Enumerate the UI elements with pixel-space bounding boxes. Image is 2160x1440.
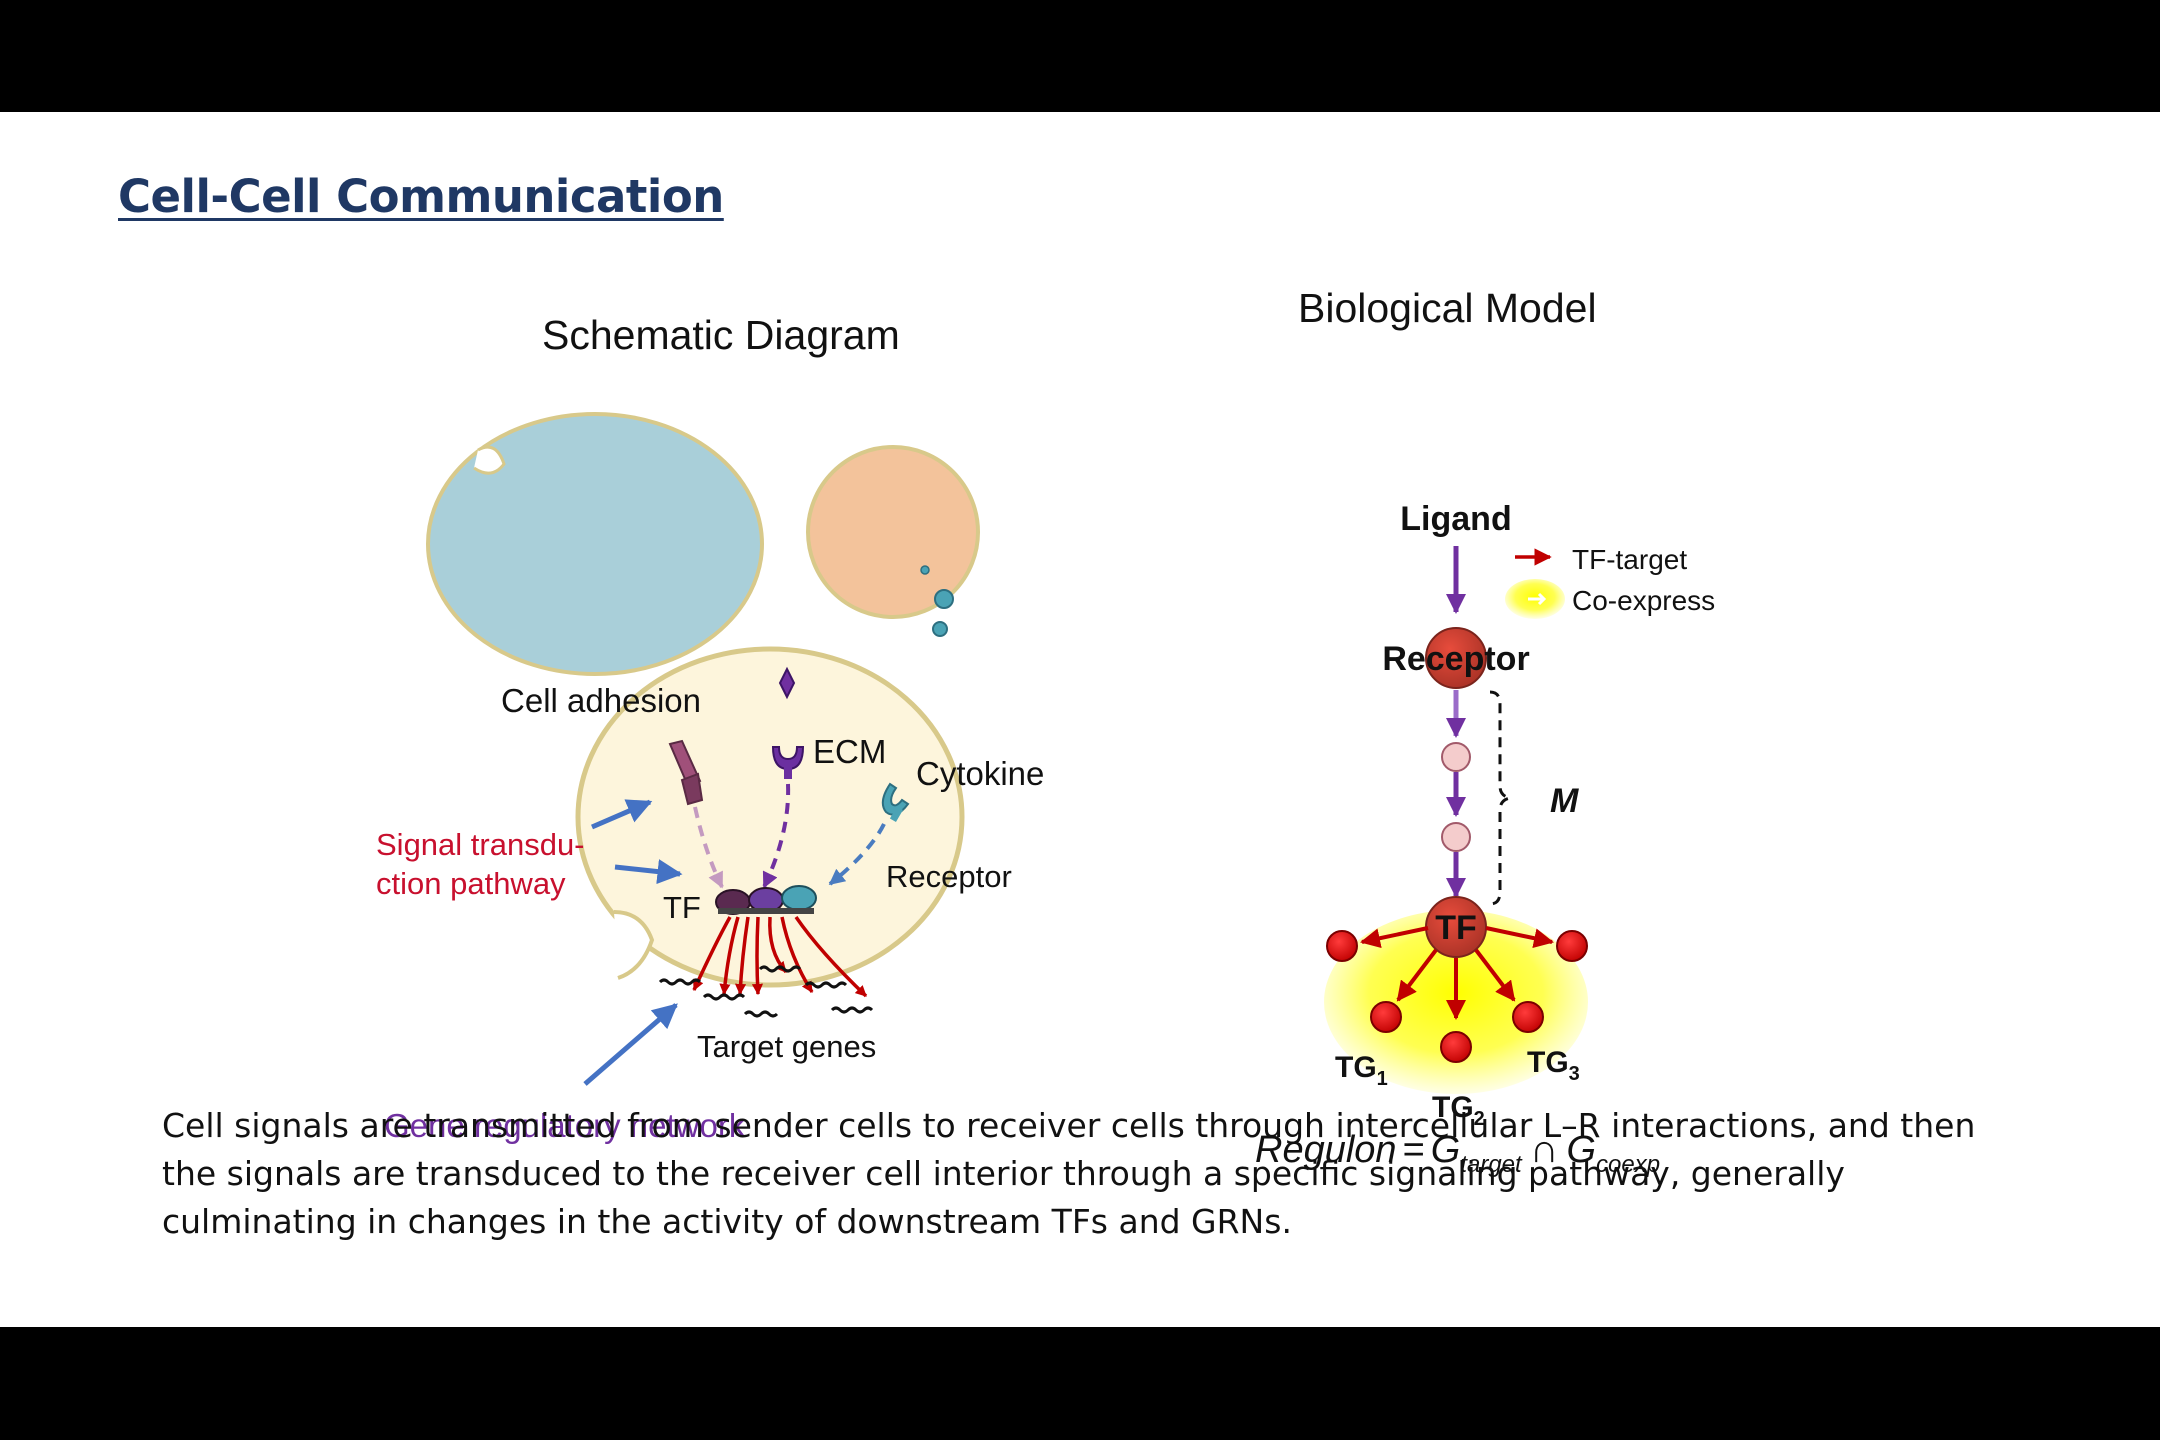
schematic-diagram-title: Schematic Diagram xyxy=(542,312,900,358)
intermediate-node-1 xyxy=(1441,742,1471,772)
pathway-brace xyxy=(1489,690,1511,906)
receiver-cell xyxy=(575,646,965,988)
label-signal-transduction-line2: ction pathway xyxy=(376,866,566,901)
cytokine-signal-path xyxy=(828,823,886,886)
target-node-tg1 xyxy=(1370,1001,1402,1033)
label-tf-node: TF xyxy=(1435,909,1477,947)
cytokine-receptor xyxy=(881,782,910,823)
label-cell-adhesion: Cell adhesion xyxy=(501,682,701,719)
cytokine-particles xyxy=(920,565,954,637)
target-node-left xyxy=(1326,930,1358,962)
adhesion-receptor xyxy=(668,739,704,806)
label-receptor: Receptor xyxy=(886,859,1012,894)
figure-canvas: Cell adhesion ECM Cytokine Signal transd… xyxy=(376,412,1715,1178)
label-m: M xyxy=(1550,782,1579,820)
adhesion-signal-path xyxy=(693,806,724,889)
label-tg3: TG3 xyxy=(1527,1046,1580,1085)
label-ecm: ECM xyxy=(813,733,886,770)
tf-complex-icon xyxy=(715,885,817,915)
blue-pointer-arrows xyxy=(583,799,683,1086)
slide-caption: Cell signals are transmitted from sender… xyxy=(162,1106,1976,1241)
label-ligand: Ligand xyxy=(1400,500,1511,538)
cytokine-source-cell xyxy=(806,445,980,619)
label-target-genes: Target genes xyxy=(697,1029,876,1064)
biological-model: TF-target Co-express Ligand Receptor M xyxy=(1255,500,1715,1178)
label-cytokine: Cytokine xyxy=(916,755,1044,792)
slide-title: Cell-Cell Communication xyxy=(118,170,724,223)
label-tg2: TG2 xyxy=(1432,1091,1485,1130)
schematic-diagram: Cell adhesion ECM Cytokine Signal transd… xyxy=(376,412,1044,1144)
biological-model-title: Biological Model xyxy=(1298,285,1597,331)
regulon-formula: Regulon=Gtarget∩Gcoexp xyxy=(1255,1127,1660,1178)
label-tf: TF xyxy=(663,890,701,925)
tf-target-edges xyxy=(1360,926,1554,1020)
sender-cell xyxy=(426,412,764,676)
intermediate-node-2 xyxy=(1441,822,1471,852)
slide: Cell-Cell Communication Schematic Diagra… xyxy=(0,112,2160,1327)
legend-coexpress-label: Co-express xyxy=(1572,585,1715,616)
label-gene-regulatory-network: Gene regulatory network xyxy=(384,1107,746,1144)
label-tg1: TG1 xyxy=(1335,1051,1388,1090)
receptor-node xyxy=(1425,627,1487,689)
label-receptor-node: Receptor xyxy=(1382,640,1529,678)
target-node-tg3 xyxy=(1512,1001,1544,1033)
target-node-tg2 xyxy=(1440,1031,1472,1063)
legend: TF-target Co-express xyxy=(1505,544,1715,619)
label-signal-transduction-line1: Signal transdu- xyxy=(376,827,585,862)
ecm-ligand-receptor xyxy=(771,666,805,779)
ecm-signal-path xyxy=(762,783,791,889)
legend-tf-target-label: TF-target xyxy=(1572,544,1687,575)
target-gene-squiggles xyxy=(658,965,874,1018)
target-node-right xyxy=(1556,930,1588,962)
